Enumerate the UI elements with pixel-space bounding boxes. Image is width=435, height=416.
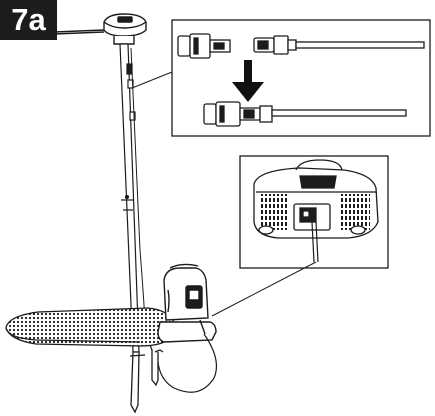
ground-stake <box>129 339 164 414</box>
step-badge: 7a <box>0 0 57 40</box>
connector-joined <box>203 101 407 127</box>
charging-station-icon <box>157 263 217 343</box>
base-plate <box>5 307 175 347</box>
mounting-pole <box>119 43 147 353</box>
arrow-down-icon <box>232 60 264 102</box>
connector-detail-panel <box>171 19 431 137</box>
base-leader-line <box>211 261 317 317</box>
gps-antenna-icon <box>53 13 147 45</box>
base-detail-panel <box>239 155 389 269</box>
power-cable <box>157 333 217 393</box>
connector-male <box>177 33 231 59</box>
connector-female <box>253 35 425 55</box>
connector-leader-line <box>131 71 173 89</box>
